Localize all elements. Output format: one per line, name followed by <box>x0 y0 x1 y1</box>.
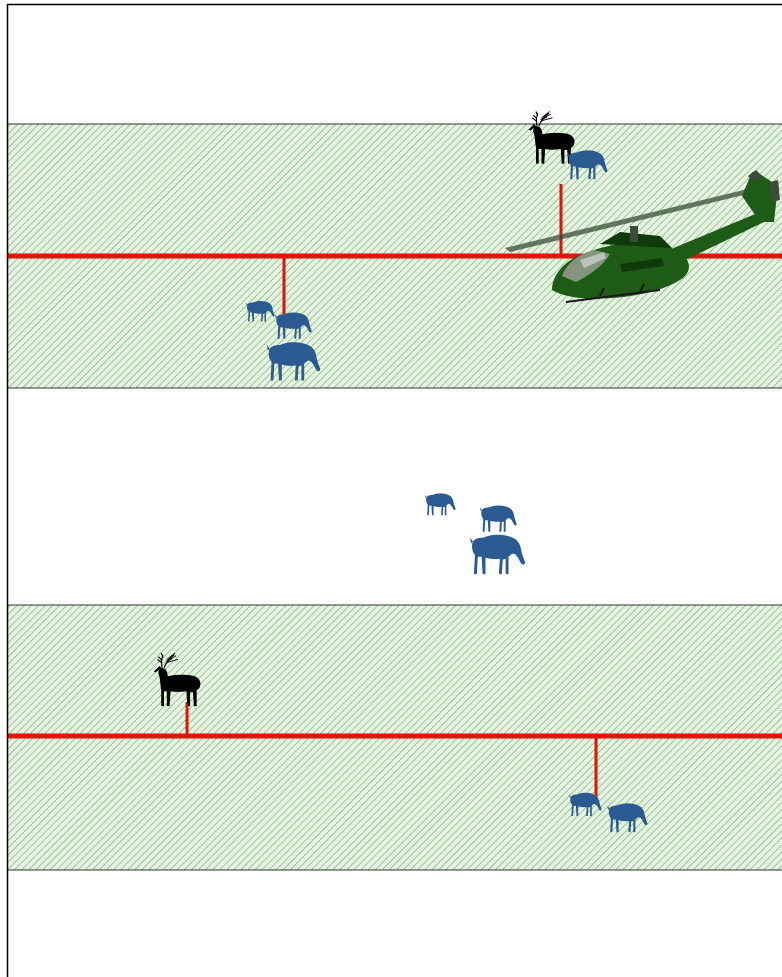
helicopter-icon <box>505 170 780 303</box>
diagram-frame <box>6 3 782 977</box>
